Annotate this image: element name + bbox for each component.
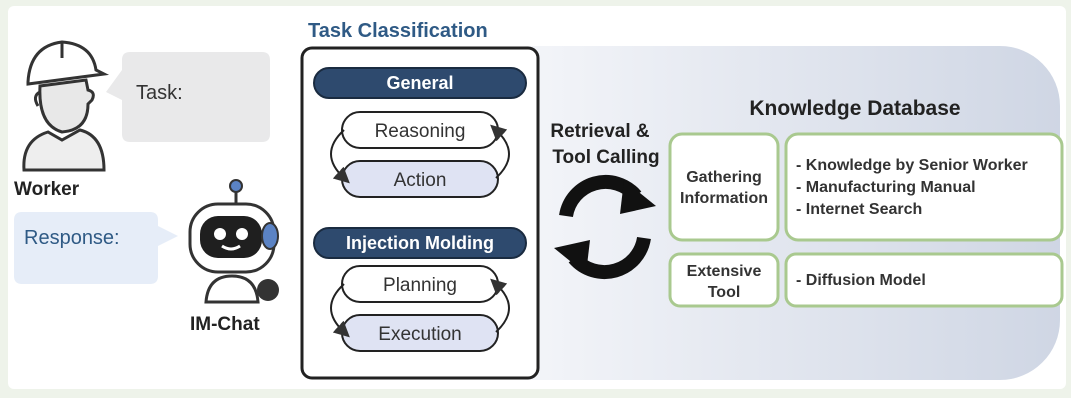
response-bubble-text: Response: — [24, 227, 120, 249]
gathering-item: - Knowledge by Senior Worker — [796, 157, 1028, 174]
injection-cycle-left-arrow — [330, 283, 350, 338]
general-header — [313, 67, 527, 99]
injection-header — [313, 227, 527, 259]
gathering-label-line1: Gathering — [686, 169, 762, 186]
bot-label: IM-Chat — [190, 314, 260, 335]
planning-text: Planning — [383, 275, 457, 296]
classification-title: Task Classification — [308, 20, 488, 42]
retrieval-line1: Retrieval & — [550, 121, 650, 142]
general-cycle-right-arrow — [490, 124, 510, 179]
retrieval-line2: Tool Calling — [552, 147, 659, 168]
general-cycle-left-arrow — [330, 129, 350, 184]
task-bubble — [106, 52, 270, 142]
gathering-label-line2: Information — [680, 190, 768, 207]
injection-header-text: Injection Molding — [346, 233, 494, 253]
tool-item: - Diffusion Model — [796, 272, 926, 289]
general-header-text: General — [386, 73, 453, 93]
injection-cycle-right-arrow — [490, 278, 510, 333]
robot-icon — [188, 179, 279, 304]
gathering-label-box — [668, 132, 780, 242]
worker-icon — [22, 40, 110, 172]
tool-content-box — [784, 252, 1064, 308]
worker-label: Worker — [14, 179, 80, 200]
tool-label-line1: Extensive — [687, 263, 762, 280]
gathering-content-box — [784, 132, 1064, 242]
task-bubble-text: Task: — [136, 82, 183, 104]
gathering-item: - Manufacturing Manual — [796, 179, 976, 196]
gathering-item: - Internet Search — [796, 201, 922, 218]
execution-text: Execution — [378, 324, 461, 345]
knowledge-title: Knowledge Database — [749, 97, 960, 120]
reasoning-text: Reasoning — [375, 121, 466, 142]
tool-label-box — [668, 252, 780, 308]
action-text: Action — [394, 170, 447, 191]
tool-label-line2: Tool — [708, 284, 741, 301]
refresh-cycle-icon — [554, 174, 656, 280]
response-bubble — [14, 212, 178, 284]
